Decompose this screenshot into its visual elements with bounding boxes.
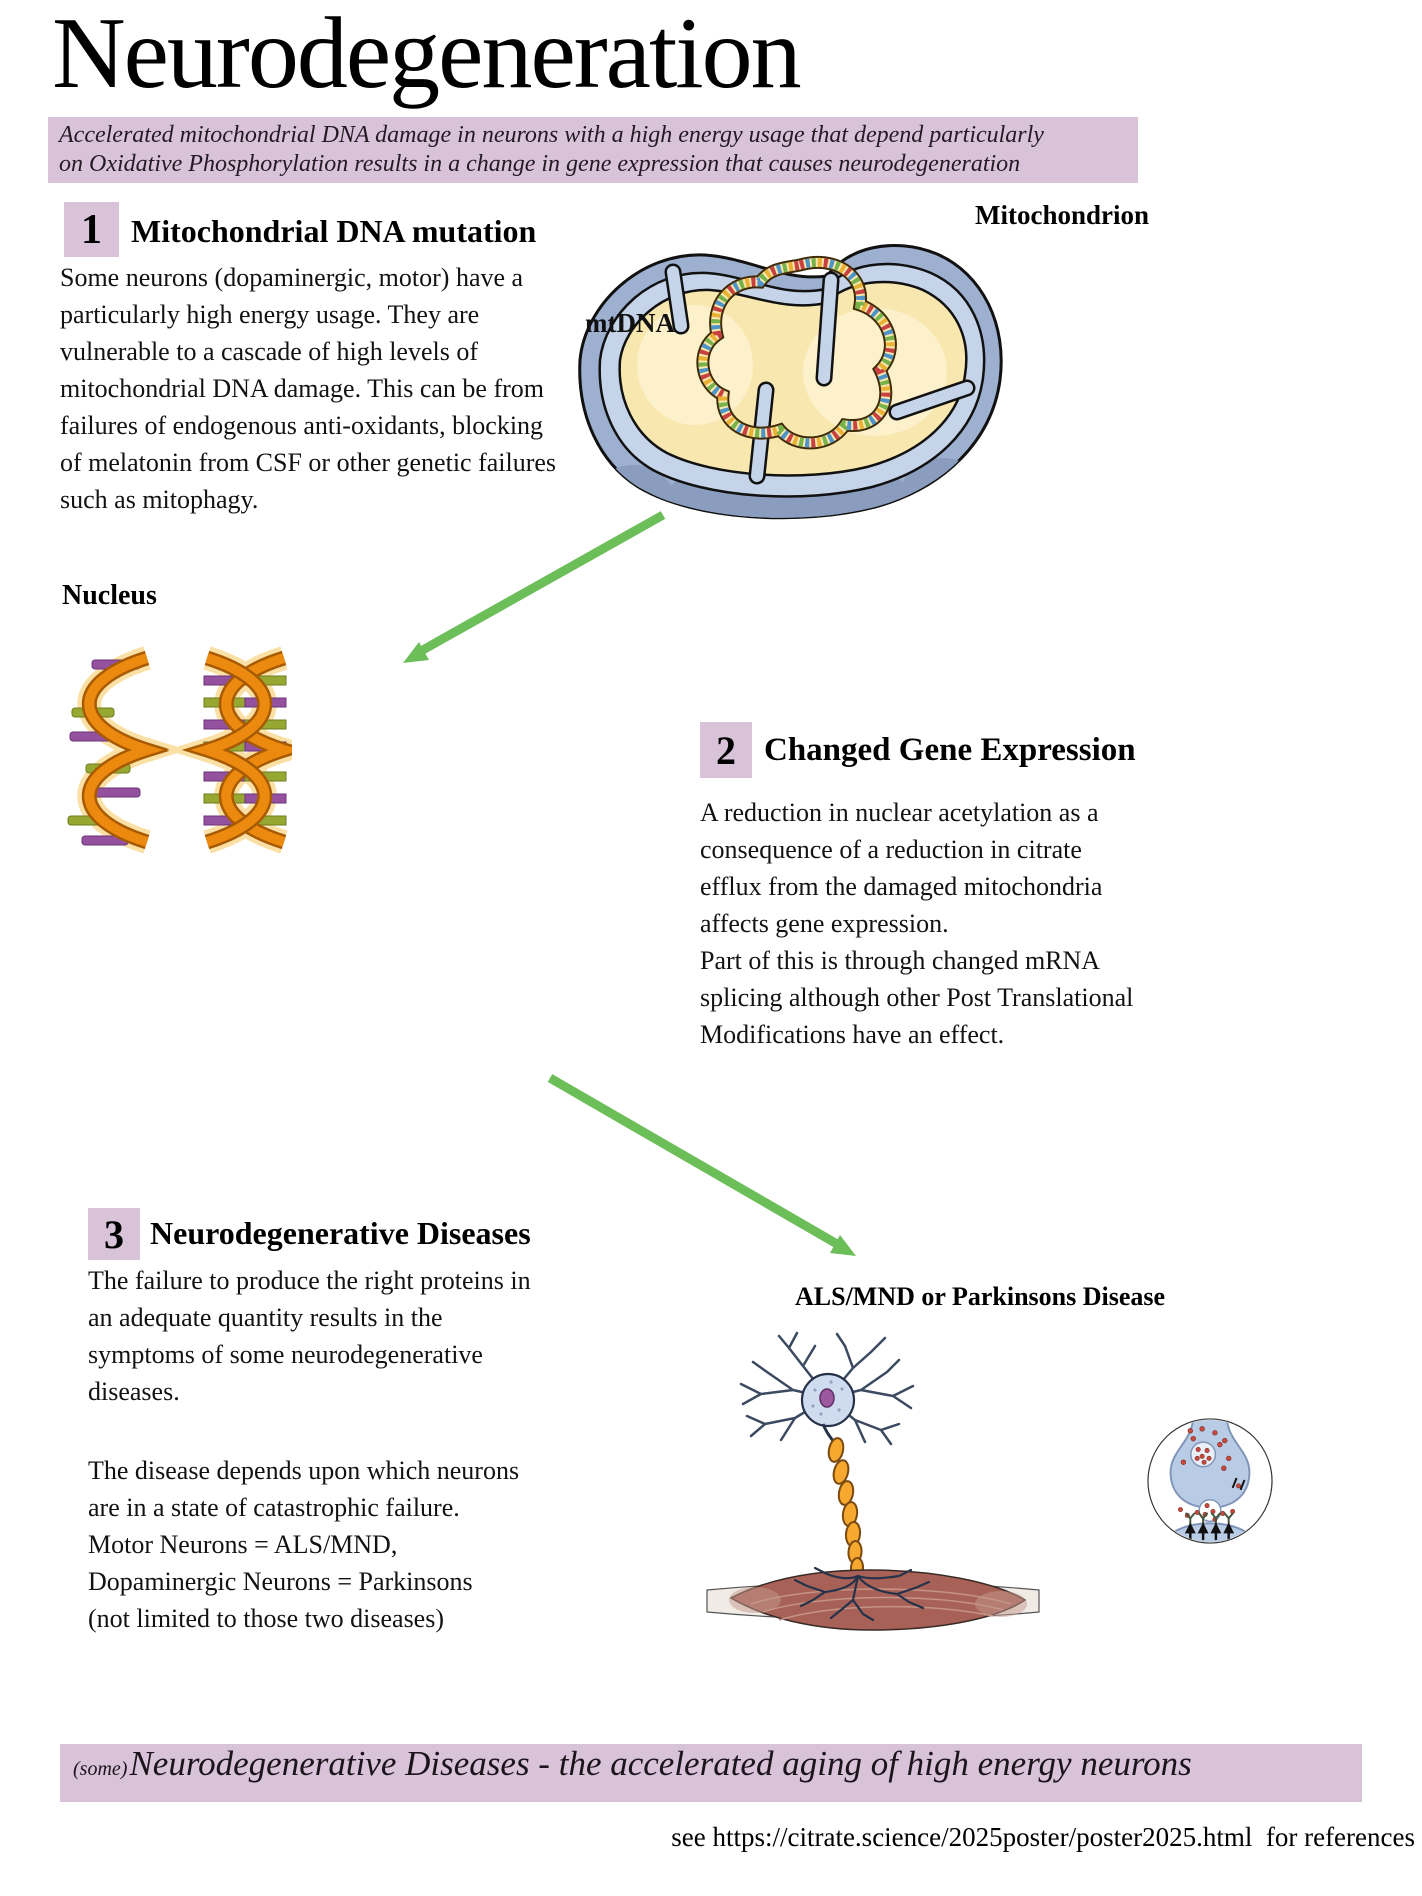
mtdna-label: mtDNA — [585, 308, 675, 338]
section-1-body: Some neurons (dopaminergic, motor) have … — [60, 263, 557, 514]
neurotransmitter-dots — [1177, 1426, 1242, 1522]
section-3-body: The failure to produce the right protein… — [88, 1266, 531, 1406]
section-3-number: 3 — [104, 1211, 124, 1257]
dna-single-strand — [67, 646, 188, 854]
reference-url-text: see https://citrate.science/2025poster/p… — [671, 1822, 1415, 1852]
mtdna-loop — [696, 255, 897, 450]
conclusion-text: Neurodegenerative Diseases - the acceler… — [129, 1744, 1192, 1783]
conclusion-prefix: (some) — [73, 1758, 128, 1780]
uptake-arrows — [1184, 1522, 1235, 1541]
page-title: Neurodegeneration — [52, 0, 802, 110]
section-2-body: A reduction in nuclear acetylation as a … — [700, 798, 1134, 1049]
section-1-badge: 1 — [64, 202, 119, 257]
conclusion-banner: (some) Neurodegenerative Diseases - the … — [60, 1744, 1362, 1802]
synapse-illustration — [1147, 1418, 1273, 1544]
section-2-heading: Changed Gene Expression — [764, 732, 1136, 768]
subtitle-banner: Accelerated mitochondrial DNA damage in … — [48, 117, 1138, 183]
section-1-number: 1 — [81, 206, 102, 253]
diseases-label: ALS/MND or Parkinsons Disease — [795, 1282, 1166, 1311]
neuron-nucleus — [819, 1388, 835, 1408]
arrow-mito-to-nucleus — [403, 511, 666, 663]
mitochondrion-label: Mitochondrion — [975, 200, 1150, 230]
nerve-endings — [793, 1566, 931, 1622]
section-2-badge: 2 — [700, 722, 752, 778]
section-3-heading: Neurodegenerative Diseases — [150, 1215, 531, 1251]
section-3-badge: 3 — [88, 1208, 140, 1260]
section-2-number: 2 — [716, 727, 736, 773]
nuclear-dna-illustration — [67, 646, 292, 854]
dna-double-helix — [166, 646, 292, 854]
nucleus-label: Nucleus — [62, 580, 157, 611]
section-3-body-2: The disease depends upon which neurons a… — [88, 1456, 520, 1633]
arrow-nucleus-to-diseases — [547, 1074, 856, 1256]
axon-myelin — [827, 1437, 865, 1579]
section-1-heading: Mitochondrial DNA mutation — [131, 213, 537, 249]
mitochondrion-illustration: mtDNA — [578, 243, 1003, 520]
motor-neuron-illustration — [706, 1331, 1040, 1631]
